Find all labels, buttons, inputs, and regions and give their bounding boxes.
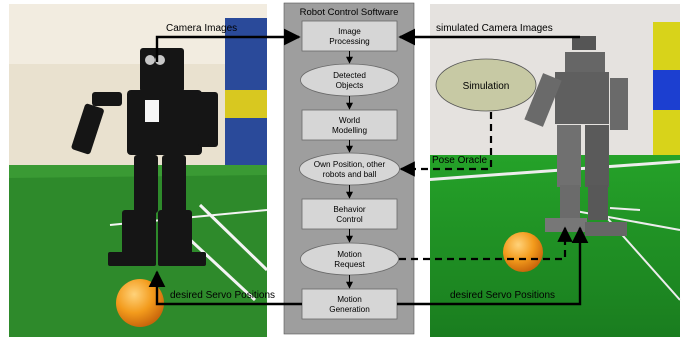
- real-ball: [116, 279, 164, 327]
- node-own-position: Own Position, other robots and ball: [299, 152, 400, 186]
- simulated-robot-photo: [430, 4, 681, 337]
- node-detected-objects-line-2: Objects: [336, 81, 364, 90]
- node-image-processing-line-2: Processing: [329, 37, 370, 46]
- panel-title: Robot Control Software: [300, 7, 399, 18]
- edge-motion-request-to-sim: [399, 226, 573, 261]
- node-detected-objects: Detected Objects: [300, 63, 399, 97]
- simulation-label: Simulation: [463, 81, 510, 92]
- node-motion-request: Motion Request: [300, 242, 399, 276]
- node-own-position-line-1: Own Position, other: [314, 160, 386, 169]
- node-world-modelling: World Modelling: [301, 109, 398, 141]
- node-world-modelling-line-2: Modelling: [332, 126, 367, 135]
- node-motion-request-line-1: Motion: [337, 250, 362, 259]
- label-servo-right: desired Servo Positions: [450, 290, 555, 301]
- node-motion-generation-line-2: Generation: [329, 305, 370, 314]
- node-own-position-line-2: robots and ball: [323, 170, 377, 179]
- edge-camera-images: [155, 28, 301, 62]
- node-behavior-control: Behavior Control: [301, 198, 398, 230]
- label-simulated-camera-images: simulated Camera Images: [436, 23, 553, 34]
- edge-servo-right: [397, 226, 589, 306]
- node-behavior-control-line-1: Behavior: [333, 205, 366, 214]
- simulated-robot-figure: [524, 36, 628, 236]
- node-motion-generation: Motion Generation: [301, 288, 398, 320]
- edge-pose-oracle: [399, 112, 493, 177]
- simulation-node: Simulation: [435, 58, 537, 112]
- node-motion-generation-line-1: Motion: [337, 295, 362, 304]
- node-world-modelling-line-1: World: [339, 116, 361, 125]
- label-pose-oracle: Pose Oracle: [432, 155, 487, 166]
- simulated-ball: [503, 232, 543, 272]
- node-image-processing-line-1: Image: [338, 27, 361, 36]
- node-behavior-control-line-2: Control: [336, 215, 363, 224]
- node-motion-request-line-2: Request: [334, 260, 365, 269]
- edge-servo-left: [148, 270, 302, 306]
- label-servo-left: desired Servo Positions: [170, 290, 275, 301]
- label-camera-images: Camera Images: [166, 23, 237, 34]
- node-detected-objects-line-1: Detected: [333, 71, 366, 80]
- node-image-processing: Image Processing: [301, 20, 398, 52]
